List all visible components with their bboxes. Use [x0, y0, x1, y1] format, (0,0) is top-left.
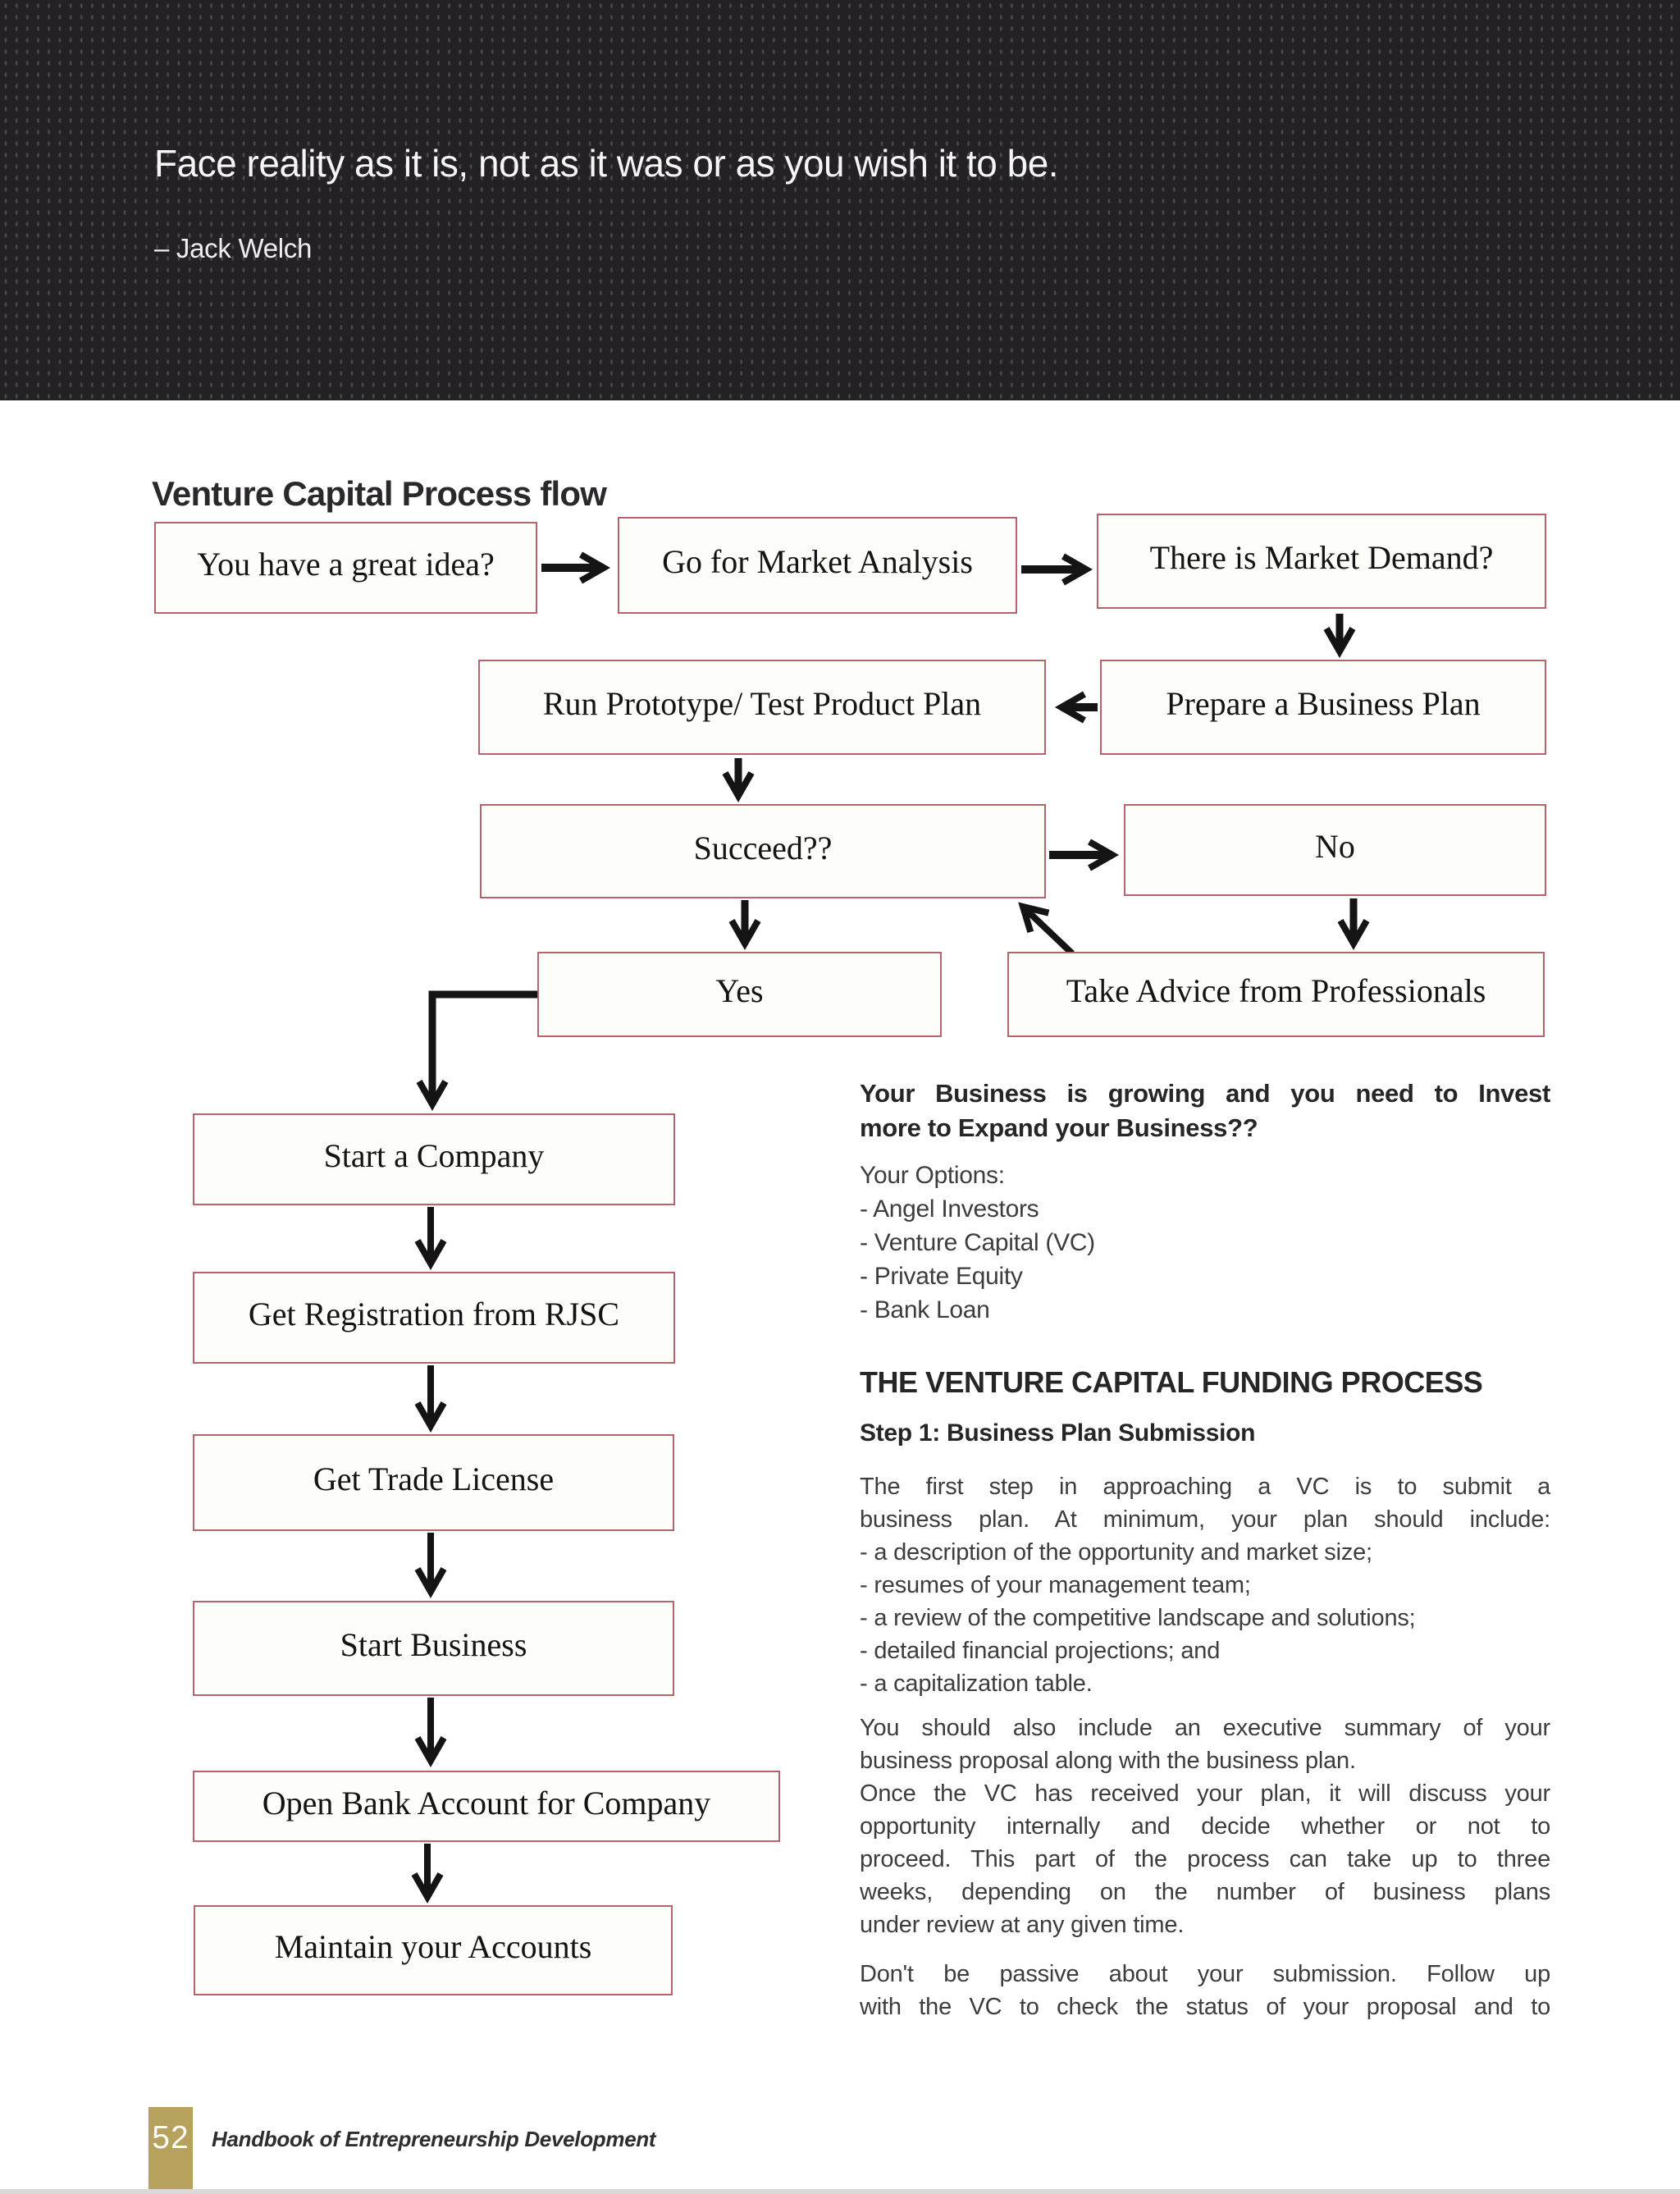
- para-line: The first step in approaching a VC is to…: [860, 1474, 1550, 1500]
- flow-node-bank-account: Open Bank Account for Company: [193, 1771, 780, 1842]
- footer-book-title: Handbook of Entrepreneurship Development: [212, 2127, 656, 2151]
- flow-node-take-advice: Take Advice from Professionals: [1007, 952, 1545, 1037]
- para-line: with the VC to check the status of your …: [860, 1994, 1550, 2020]
- para-line: - resumes of your management team;: [860, 1572, 1251, 1598]
- option-item: - Private Equity: [860, 1263, 1023, 1290]
- quote-text: Face reality as it is, not as it was or …: [154, 142, 1059, 185]
- page-bottom-edge: [0, 2189, 1680, 2194]
- paragraph-follow-up: Don't be passive about your submission. …: [860, 1958, 1550, 2023]
- flow-node-trade-license: Get Trade License: [193, 1434, 674, 1531]
- option-item: - Venture Capital (VC): [860, 1229, 1095, 1256]
- options-list: Your Options: - Angel Investors - Ventur…: [860, 1159, 1550, 1327]
- quote-banner: Face reality as it is, not as it was or …: [0, 0, 1680, 400]
- page-number: 52: [152, 2120, 189, 2155]
- flow-node-market-analysis: Go for Market Analysis: [618, 517, 1017, 614]
- options-heading: Your Options:: [860, 1162, 1005, 1189]
- para-line: - a description of the opportunity and m…: [860, 1539, 1372, 1566]
- para-line: business proposal along with the busines…: [860, 1748, 1356, 1774]
- flow-node-maintain-accounts: Maintain your Accounts: [194, 1905, 673, 1995]
- para-line: Once the VC has received your plan, it w…: [860, 1780, 1550, 1807]
- para-line: opportunity internally and decide whethe…: [860, 1813, 1550, 1840]
- growth-heading-line: Your Business is growing and you need to…: [860, 1079, 1550, 1108]
- flow-node-yes: Yes: [537, 952, 942, 1037]
- section-heading: THE VENTURE CAPITAL FUNDING PROCESS: [860, 1365, 1483, 1399]
- paragraph-plan-requirements: The first step in approaching a VC is to…: [860, 1470, 1550, 1700]
- flow-node-no: No: [1124, 804, 1546, 896]
- para-line: You should also include an executive sum…: [860, 1715, 1550, 1741]
- paragraph-executive-summary: You should also include an executive sum…: [860, 1712, 1550, 1941]
- option-item: - Bank Loan: [860, 1296, 990, 1323]
- para-line: proceed. This part of the process can ta…: [860, 1846, 1550, 1872]
- flow-node-start-company: Start a Company: [193, 1113, 675, 1205]
- para-line: - a capitalization table.: [860, 1671, 1093, 1697]
- option-item: - Angel Investors: [860, 1195, 1039, 1223]
- flow-node-succeed: Succeed??: [480, 804, 1046, 898]
- flow-node-business-plan: Prepare a Business Plan: [1100, 660, 1546, 755]
- growth-heading-line: more to Expand your Business??: [860, 1113, 1258, 1142]
- flow-node-rjsc-registration: Get Registration from RJSC: [193, 1272, 675, 1364]
- footer-page-badge: 52: [148, 2107, 193, 2194]
- para-line: business plan. At minimum, your plan sho…: [860, 1506, 1550, 1533]
- step-heading: Step 1: Business Plan Submission: [860, 1419, 1256, 1447]
- flow-node-run-prototype: Run Prototype/ Test Product Plan: [478, 660, 1046, 755]
- para-line: under review at any given time.: [860, 1912, 1185, 1938]
- para-line: - a review of the competitive landscape …: [860, 1605, 1416, 1631]
- flow-node-start-business: Start Business: [193, 1601, 674, 1696]
- para-line: weeks, depending on the number of busine…: [860, 1879, 1550, 1905]
- flow-node-market-demand: There is Market Demand?: [1097, 514, 1546, 609]
- growth-heading: Your Business is growing and you need to…: [860, 1076, 1550, 1145]
- quote-attribution: – Jack Welch: [154, 233, 313, 263]
- flowchart-title: Venture Capital Process flow: [152, 474, 607, 513]
- para-line: Don't be passive about your submission. …: [860, 1961, 1550, 1987]
- flow-node-great-idea: You have a great idea?: [154, 522, 537, 614]
- para-line: - detailed financial projections; and: [860, 1638, 1221, 1664]
